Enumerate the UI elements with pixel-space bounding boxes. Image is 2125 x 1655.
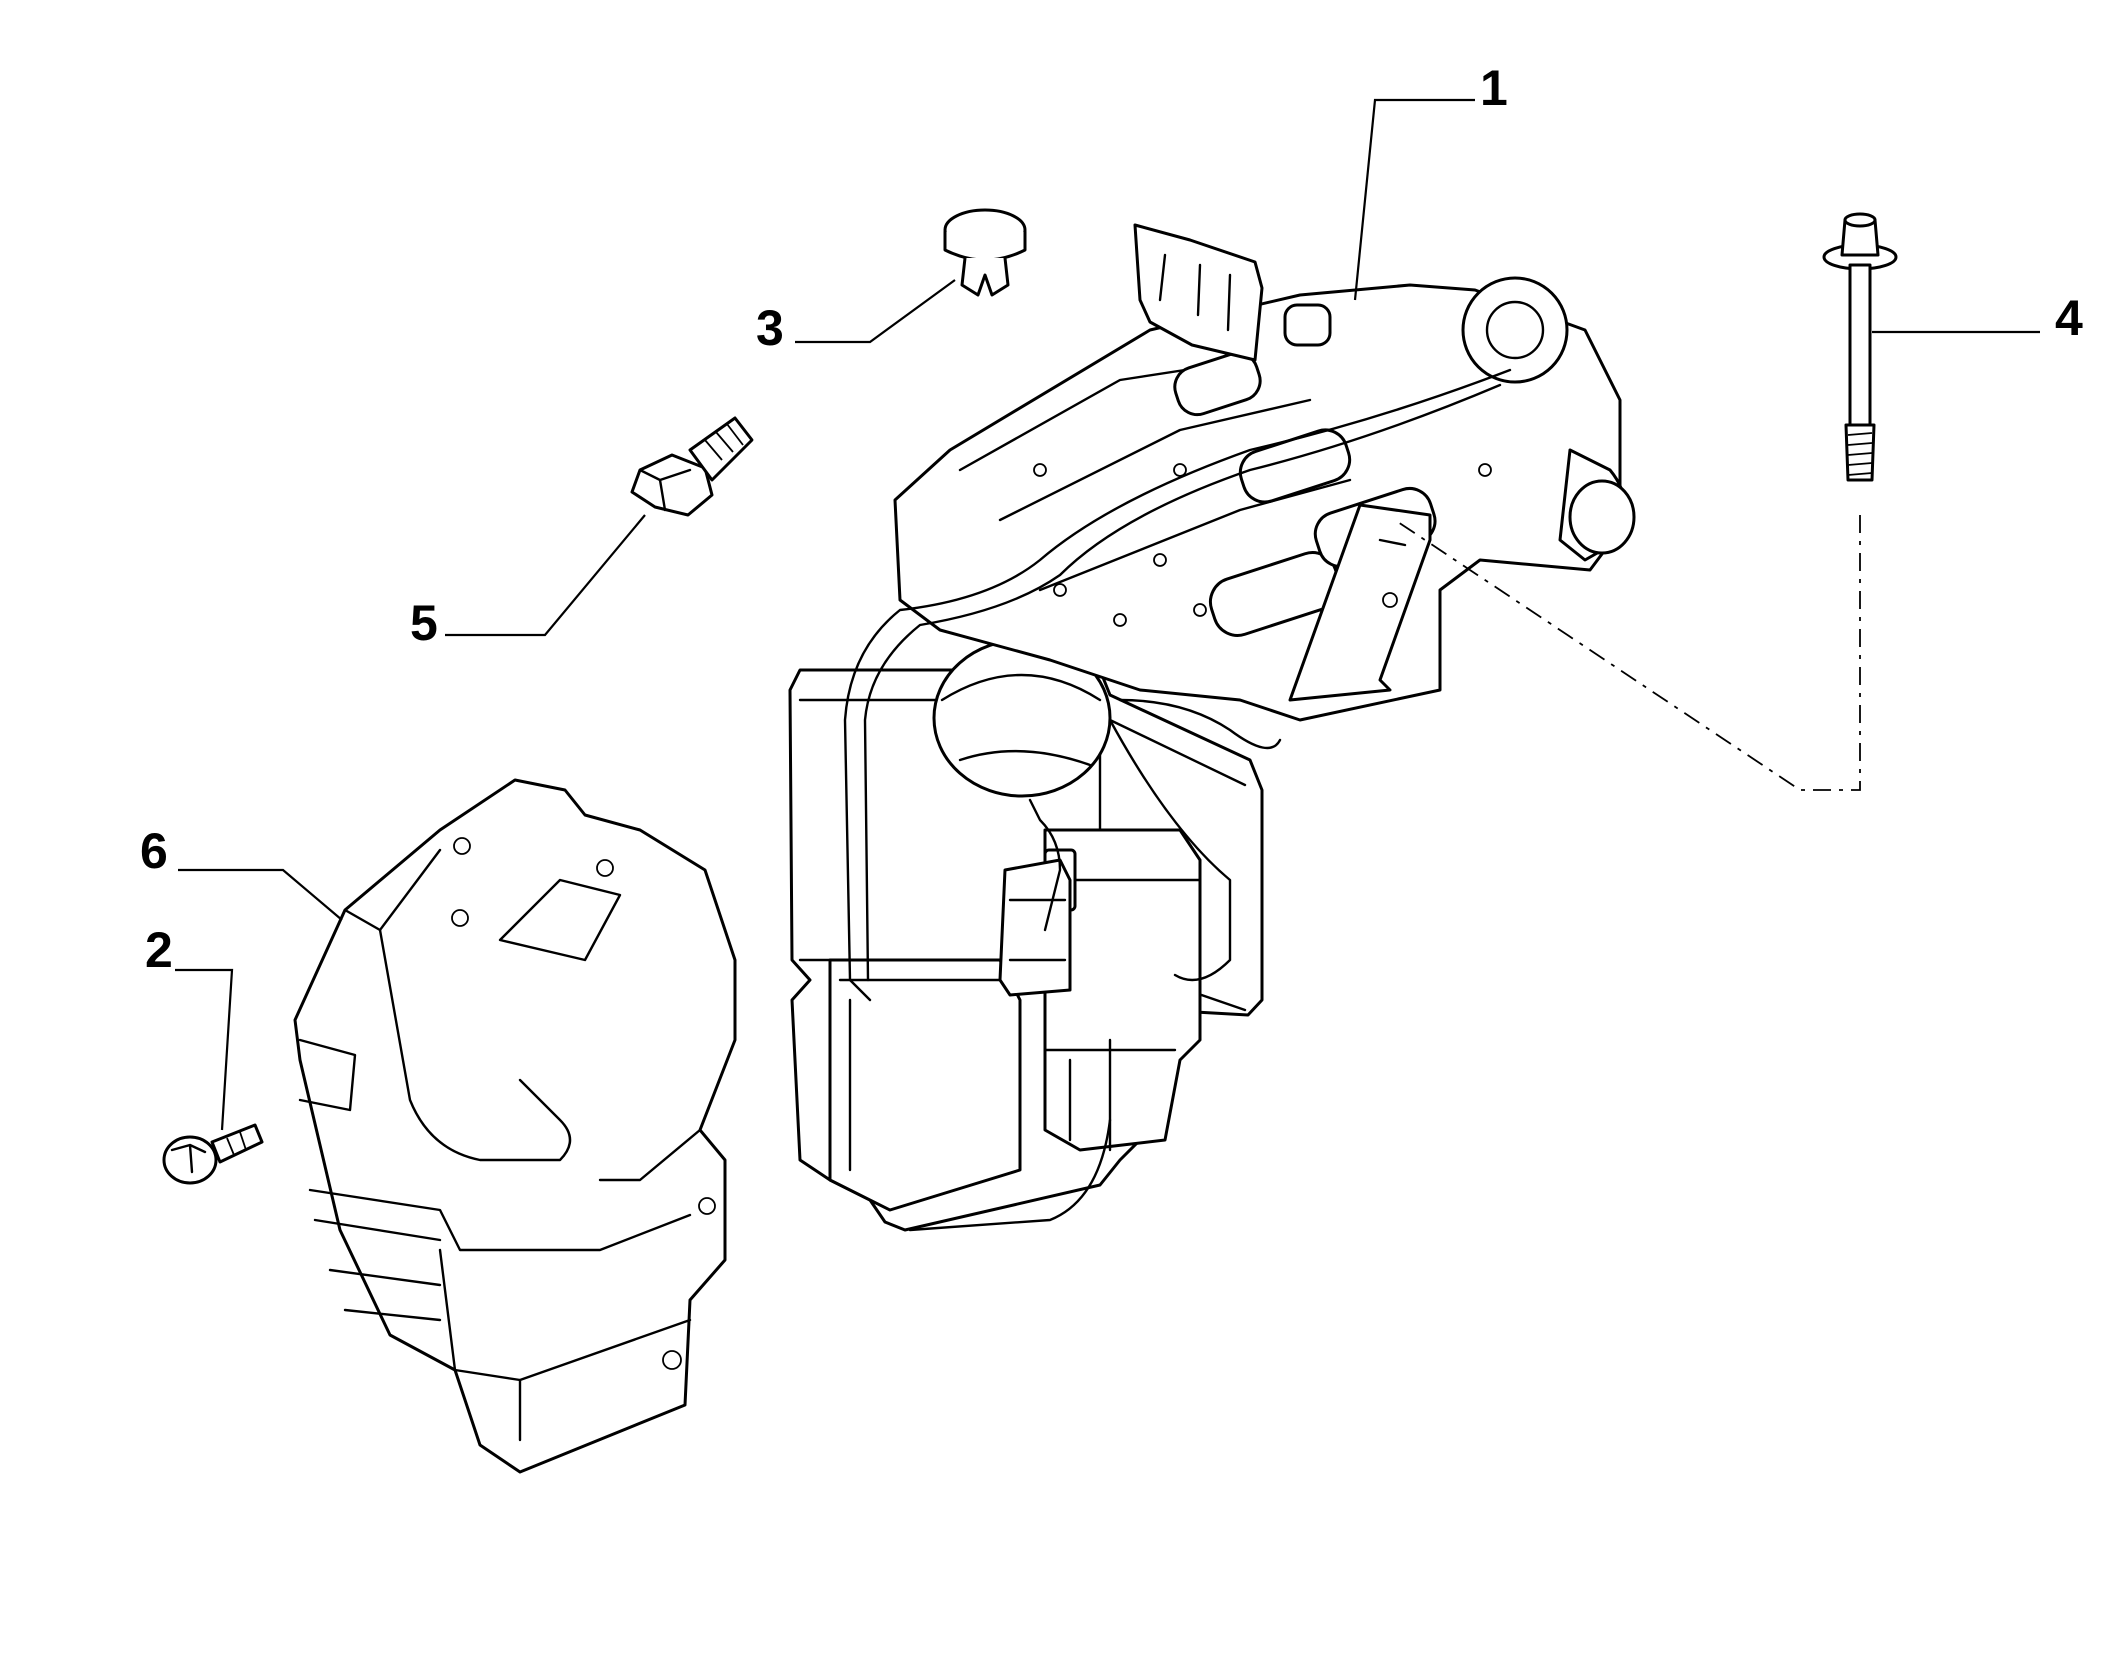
callout-labels: 1 2 3 4 5 6 [140,60,2083,978]
leader-2 [175,968,234,1131]
leader-5 [445,514,646,637]
part-5-hex-bolt [630,416,754,517]
callout-3: 3 [756,300,784,356]
callout-2: 2 [145,922,173,978]
callout-1: 1 [1480,60,1508,116]
part-2-flange-bolt [162,1123,264,1185]
leader-6 [178,868,343,921]
bolt-axis-dashed-line [1394,515,1861,791]
leader-lines [175,98,2040,1131]
part-1-actuator-assembly [788,223,1636,1232]
part-4-long-bolt [1822,212,1898,482]
leader-3 [795,279,956,344]
callout-4: 4 [2055,290,2083,346]
part-6-heat-shield [293,778,737,1474]
callout-6: 6 [140,823,168,879]
leader-1 [1353,98,1475,301]
part-3-push-clip [943,208,1027,297]
callout-5: 5 [410,595,438,651]
